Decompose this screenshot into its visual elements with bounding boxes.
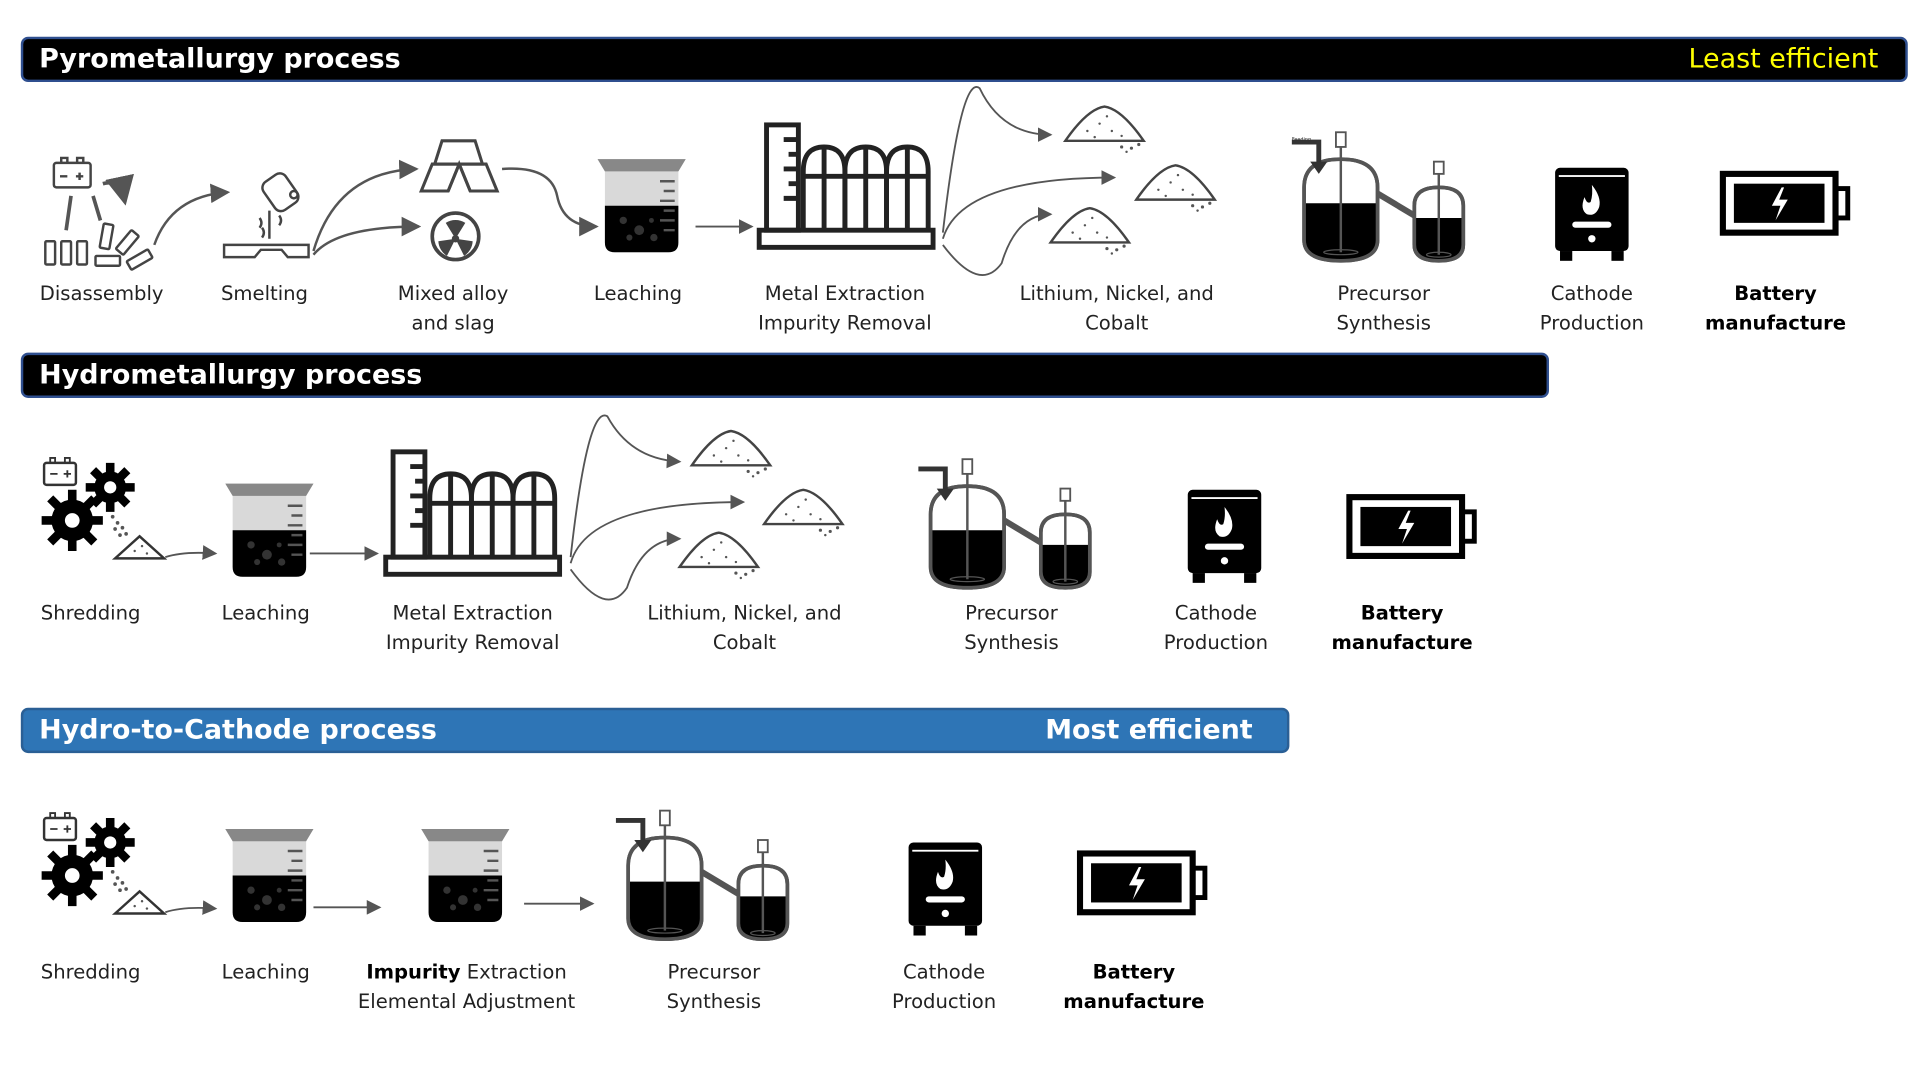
flow-arrow: [165, 545, 218, 560]
flow-arrow: [942, 206, 1053, 276]
flow-arrow: [501, 167, 599, 237]
hydro-to-cathode-header-bar: Hydro-to-Cathode process Most efficient: [20, 707, 1290, 754]
step-label-shredding: Shredding: [40, 960, 141, 984]
cobalt-powder-icon: [1049, 206, 1131, 256]
lithium-powder-icon: [690, 429, 772, 479]
precursor-reactor-icon: [616, 811, 787, 940]
step-label-leaching: Leaching: [593, 281, 683, 305]
efficiency-label: Least efficient: [1688, 44, 1879, 75]
metal-extraction-column-icon: [386, 452, 560, 574]
smelting-icon: [222, 172, 310, 259]
leaching-beaker-icon: [224, 827, 315, 924]
battery-icon: [1349, 497, 1474, 556]
disassembly-icon: [44, 156, 152, 271]
leaching-beaker-icon: [224, 482, 315, 578]
cathode-furnace-icon: [908, 842, 983, 936]
flow-arrow: [941, 170, 1117, 240]
flow-arrow: [569, 494, 746, 564]
impurity-extraction-beaker-icon: [420, 827, 511, 924]
flow-arrow: [312, 159, 419, 252]
nickel-powder-icon: [762, 488, 844, 538]
efficiency-label: Most efficient: [1045, 715, 1253, 746]
slag-radiation-icon: [430, 211, 481, 262]
step-label-leaching: Leaching: [221, 601, 310, 625]
feeding-label: Feeding: [1292, 137, 1311, 143]
step-label-disassembly: Disassembly: [39, 281, 164, 305]
hydrometallurgy-header-bar: Hydrometallurgy process: [20, 352, 1549, 398]
flow-arrow: [569, 531, 682, 601]
section-title: Hydro-to-Cathode process: [39, 715, 437, 746]
precursor-reactor-icon: [918, 459, 1089, 588]
step-label-leaching: Leaching: [221, 960, 310, 984]
step-label-shredding: Shredding: [40, 601, 141, 625]
nickel-powder-icon: [1135, 164, 1216, 214]
alloy-bars-icon: [418, 139, 500, 193]
flow-arrow: [153, 183, 231, 246]
step-label-smelting: Smelting: [220, 281, 308, 305]
battery-icon: [1723, 174, 1848, 233]
cathode-furnace-icon: [1187, 489, 1262, 583]
flow-arrow: [165, 900, 218, 915]
flow-arrow: [312, 216, 422, 256]
cobalt-powder-icon: [678, 531, 760, 581]
cathode-furnace-icon: [1555, 167, 1629, 261]
section-title: Hydrometallurgy process: [39, 360, 423, 391]
leaching-beaker-icon: [596, 157, 687, 254]
shredding-icon: [42, 813, 164, 913]
lithium-powder-icon: [1064, 105, 1145, 155]
pyrometallurgy-header-bar: Pyrometallurgy process Least efficient: [20, 36, 1908, 83]
section-title: Pyrometallurgy process: [39, 44, 401, 75]
metal-extraction-column-icon: [759, 125, 933, 247]
battery-icon: [1080, 853, 1205, 912]
flow-arrow: [941, 86, 1053, 233]
precursor-reactor-icon: [1292, 132, 1463, 261]
flow-arrow: [569, 414, 682, 558]
shredding-icon: [42, 458, 164, 558]
